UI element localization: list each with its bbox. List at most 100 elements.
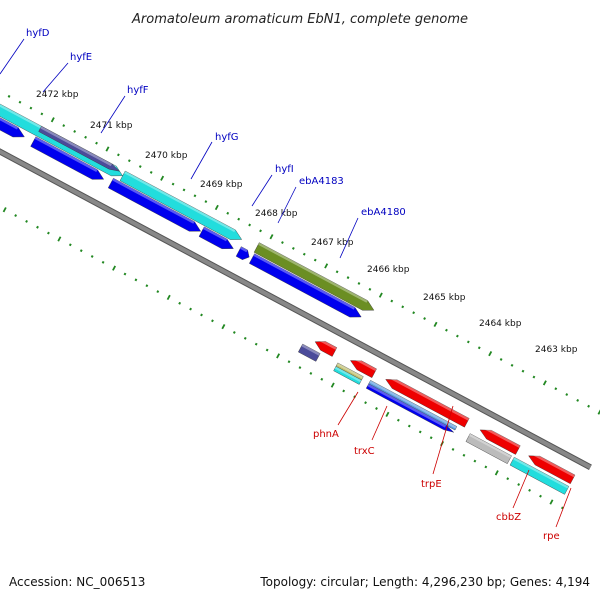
tick-mark <box>14 214 18 217</box>
tick-mark <box>265 348 269 352</box>
tick-mark <box>368 287 372 291</box>
tick-mark <box>549 499 554 505</box>
gene-rpe-a <box>528 455 576 485</box>
tick-mark <box>214 204 219 211</box>
callout-line <box>42 62 69 93</box>
tick-mark <box>123 272 127 276</box>
backbone <box>0 148 592 470</box>
gene-features <box>0 103 576 495</box>
kbp-label: 2468 kbp <box>255 209 298 219</box>
tick-mark <box>84 135 87 139</box>
gene-rpe <box>509 456 570 495</box>
tick-mark <box>396 418 400 422</box>
tick-mark <box>259 229 262 233</box>
lower-gene-labels: phnA trxC trpE cbbZ rpe <box>313 429 560 542</box>
tick-mark <box>171 182 175 186</box>
gene-label: hyfI <box>275 164 294 175</box>
tick-mark <box>160 175 165 181</box>
tick-mark <box>378 292 383 298</box>
gene-ebA4183 <box>235 246 250 260</box>
gene-trxC-b-highlight <box>336 362 364 379</box>
callout-line <box>0 38 25 75</box>
gene-trpE-highlight <box>386 375 470 421</box>
gene-hyfF-highlight <box>34 136 98 172</box>
tick-mark <box>149 170 153 174</box>
tick-mark <box>189 307 192 311</box>
kbp-label: 2465 kbp <box>423 293 466 303</box>
gene-label: hyfE <box>70 52 92 63</box>
tick-mark <box>25 219 28 223</box>
callout-line <box>512 469 530 509</box>
tick-mark <box>560 506 564 510</box>
gene-trpE <box>385 379 470 428</box>
callout-line <box>100 95 126 134</box>
tick-mark <box>565 393 569 396</box>
gene-cbbZ-b <box>465 433 512 464</box>
tick-mark <box>346 276 350 280</box>
gene-phnA-b <box>298 343 321 362</box>
gene-ebA4180-highlight <box>258 242 368 303</box>
gene-phnA <box>314 341 338 357</box>
gene-label: phnA <box>313 429 339 440</box>
tick-mark <box>320 377 324 381</box>
tick-mark <box>375 407 378 410</box>
tick-mark <box>36 225 39 229</box>
tick-mark <box>466 340 470 344</box>
tick-mark <box>407 424 411 428</box>
tick-mark <box>127 159 131 163</box>
gene-label: ebA4180 <box>361 207 406 218</box>
tick-mark <box>539 494 542 498</box>
tick-mark <box>269 234 274 240</box>
tick-mark <box>451 447 455 451</box>
tick-mark <box>532 375 536 379</box>
tick-mark <box>542 380 547 386</box>
gene-phnA-b-highlight <box>301 344 321 356</box>
gene-label: rpe <box>543 531 560 542</box>
gene-hyfG-b-highlight <box>112 178 195 224</box>
gene-hyfE <box>0 117 25 138</box>
tick-mark <box>587 404 591 408</box>
tick-mark <box>134 278 138 282</box>
gene-label: cbbZ <box>496 512 521 523</box>
gene-ebA4183-highlight <box>240 246 248 253</box>
tick-mark <box>517 483 521 486</box>
tick-mark <box>200 313 203 317</box>
tick-mark <box>47 231 50 235</box>
tick-mark <box>484 465 488 469</box>
gene-trpE-c <box>365 383 454 433</box>
gene-label: hyfG <box>215 132 239 143</box>
tick-mark <box>138 165 142 168</box>
tick-mark <box>95 141 98 145</box>
kbp-label: 2471 kbp <box>90 121 133 131</box>
kbp-label: 2466 kbp <box>367 265 410 275</box>
tick-mark <box>62 124 66 128</box>
tick-mark <box>105 146 110 152</box>
callout-line <box>251 174 273 207</box>
tick-mark <box>145 284 149 288</box>
backbone-shadow <box>0 148 592 470</box>
gene-ebA4180-b <box>249 253 362 318</box>
gene-hyfG-b <box>107 177 202 232</box>
tick-mark <box>79 249 83 253</box>
tick-mark <box>455 334 459 338</box>
tick-mark <box>116 153 120 157</box>
tick-mark <box>423 317 426 320</box>
gene-hyfI <box>198 226 234 250</box>
callout-line <box>337 391 359 426</box>
tick-mark <box>287 360 291 364</box>
tick-mark <box>309 371 313 375</box>
gene-ebA4180-b-highlight <box>253 253 355 310</box>
tick-mark <box>237 217 241 221</box>
gene-trxC-c-highlight <box>334 366 362 383</box>
tick-mark <box>364 401 367 405</box>
tick-mark <box>221 324 226 330</box>
tick-mark <box>178 301 182 305</box>
gene-hyfG <box>119 170 243 240</box>
tick-mark <box>302 252 306 256</box>
tick-mark <box>182 188 186 192</box>
tick-mark <box>313 258 317 262</box>
gene-rpe-a-highlight <box>529 451 575 478</box>
tick-mark <box>401 305 405 309</box>
callout-line <box>277 186 297 224</box>
gene-phnA-highlight <box>316 337 337 350</box>
